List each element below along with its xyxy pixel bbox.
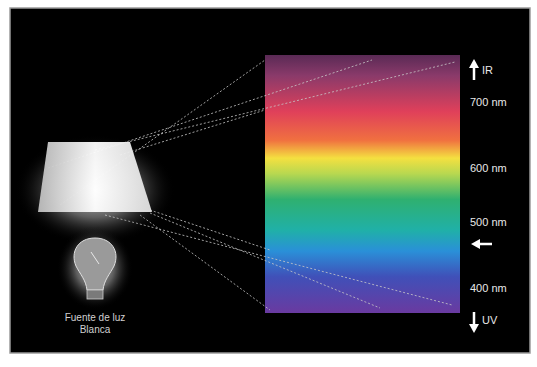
infrared-label: IR bbox=[482, 64, 493, 77]
wavelength-label: 700 nm bbox=[470, 96, 507, 109]
wavelength-label: 600 nm bbox=[470, 162, 507, 175]
wavelength-label: 400 nm bbox=[470, 282, 507, 295]
wavelength-label: 500 nm bbox=[470, 216, 507, 229]
ultraviolet-label: UV bbox=[482, 314, 497, 327]
source-label: Fuente de luz Blanca bbox=[52, 312, 138, 336]
